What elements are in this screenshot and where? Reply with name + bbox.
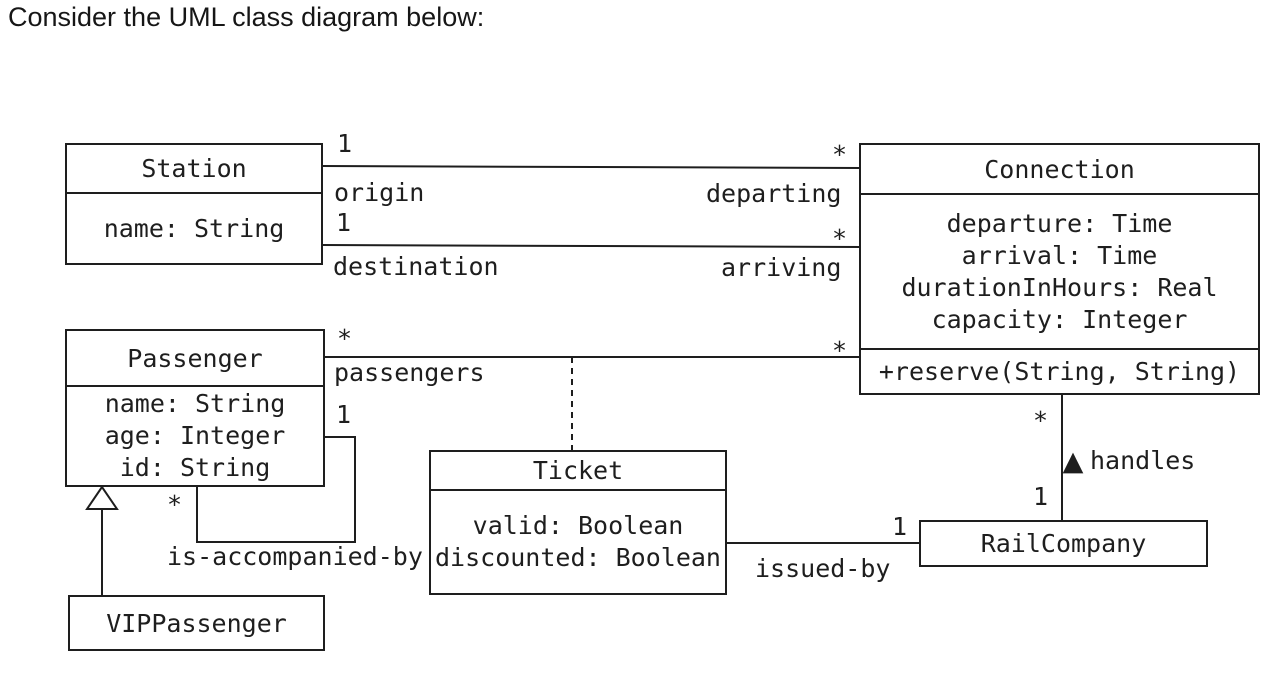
class-ticket-attributes: valid: Boolean discounted: Boolean [431, 489, 725, 593]
class-passenger: Passenger name: String age: Integer id: … [65, 329, 325, 487]
passenger-attribute: name: String [104, 389, 286, 418]
ticket-attribute: discounted: Boolean [435, 543, 721, 572]
multiplicity-handles-connection: * [1033, 406, 1049, 435]
multiplicity-destination-station: 1 [336, 208, 352, 237]
association-name-issued-by: issued-by [755, 554, 891, 583]
role-departing: departing [706, 179, 842, 208]
page-title: Consider the UML class diagram below: [8, 2, 485, 32]
class-passenger-attributes: name: String age: Integer id: String [67, 385, 323, 485]
passenger-attribute: id: String [119, 453, 271, 482]
multiplicity-arriving-connection: * [832, 224, 848, 253]
class-vippassenger-name: VIPPassenger [106, 608, 287, 638]
handles-direction-arrow-icon: ▲ [1063, 446, 1084, 477]
ticket-attribute: valid: Boolean [472, 511, 684, 540]
role-arriving: arriving [721, 253, 842, 282]
role-passengers: passengers [334, 358, 485, 387]
association-origin-departing-line [321, 165, 862, 169]
class-railcompany: RailCompany [919, 520, 1208, 567]
association-name-is-accompanied-by: is-accompanied-by [167, 542, 423, 571]
passenger-attribute: age: Integer [104, 421, 286, 450]
connection-attribute: departure: Time [946, 208, 1173, 238]
class-passenger-name: Passenger [127, 343, 263, 373]
station-attribute: name: String [103, 213, 285, 243]
multiplicity-passengers-connection: * [832, 336, 848, 365]
class-ticket-name: Ticket [532, 456, 624, 485]
multiplicity-is-accompanied-by-near: 1 [336, 400, 352, 429]
connection-attribute: capacity: Integer [931, 304, 1188, 334]
association-is-accompanied-by-line [196, 436, 356, 543]
connection-attribute: arrival: Time [961, 240, 1158, 270]
class-railcompany-name: RailCompany [980, 529, 1147, 558]
role-origin: origin [334, 178, 425, 207]
multiplicity-is-accompanied-by-far: * [167, 490, 183, 519]
class-station-name: Station [141, 154, 247, 183]
multiplicity-issued-by-railcompany: 1 [892, 512, 908, 541]
generalization-hollow-triangle-icon [85, 485, 119, 510]
association-name-handles: handles [1090, 446, 1196, 475]
connection-operation: +reserve(String, String) [878, 356, 1241, 386]
class-station: Station name: String [65, 143, 323, 265]
class-connection-operations: +reserve(String, String) [861, 348, 1258, 393]
association-destination-arriving-line [321, 244, 862, 248]
multiplicity-origin-station: 1 [337, 129, 353, 158]
multiplicity-passengers-passenger: * [337, 324, 353, 353]
class-connection-attributes: departure: Time arrival: Time durationIn… [861, 193, 1258, 348]
multiplicity-handles-railcompany: 1 [1033, 482, 1049, 511]
class-vippassenger: VIPPassenger [68, 595, 325, 651]
multiplicity-departing-connection: * [832, 140, 848, 169]
class-connection-name: Connection [984, 154, 1135, 184]
connection-attribute: durationInHours: Real [901, 272, 1218, 302]
class-station-attributes: name: String [67, 192, 321, 263]
class-connection: Connection departure: Time arrival: Time… [859, 143, 1260, 395]
role-destination: destination [333, 252, 499, 281]
class-ticket: Ticket valid: Boolean discounted: Boolea… [429, 450, 727, 595]
